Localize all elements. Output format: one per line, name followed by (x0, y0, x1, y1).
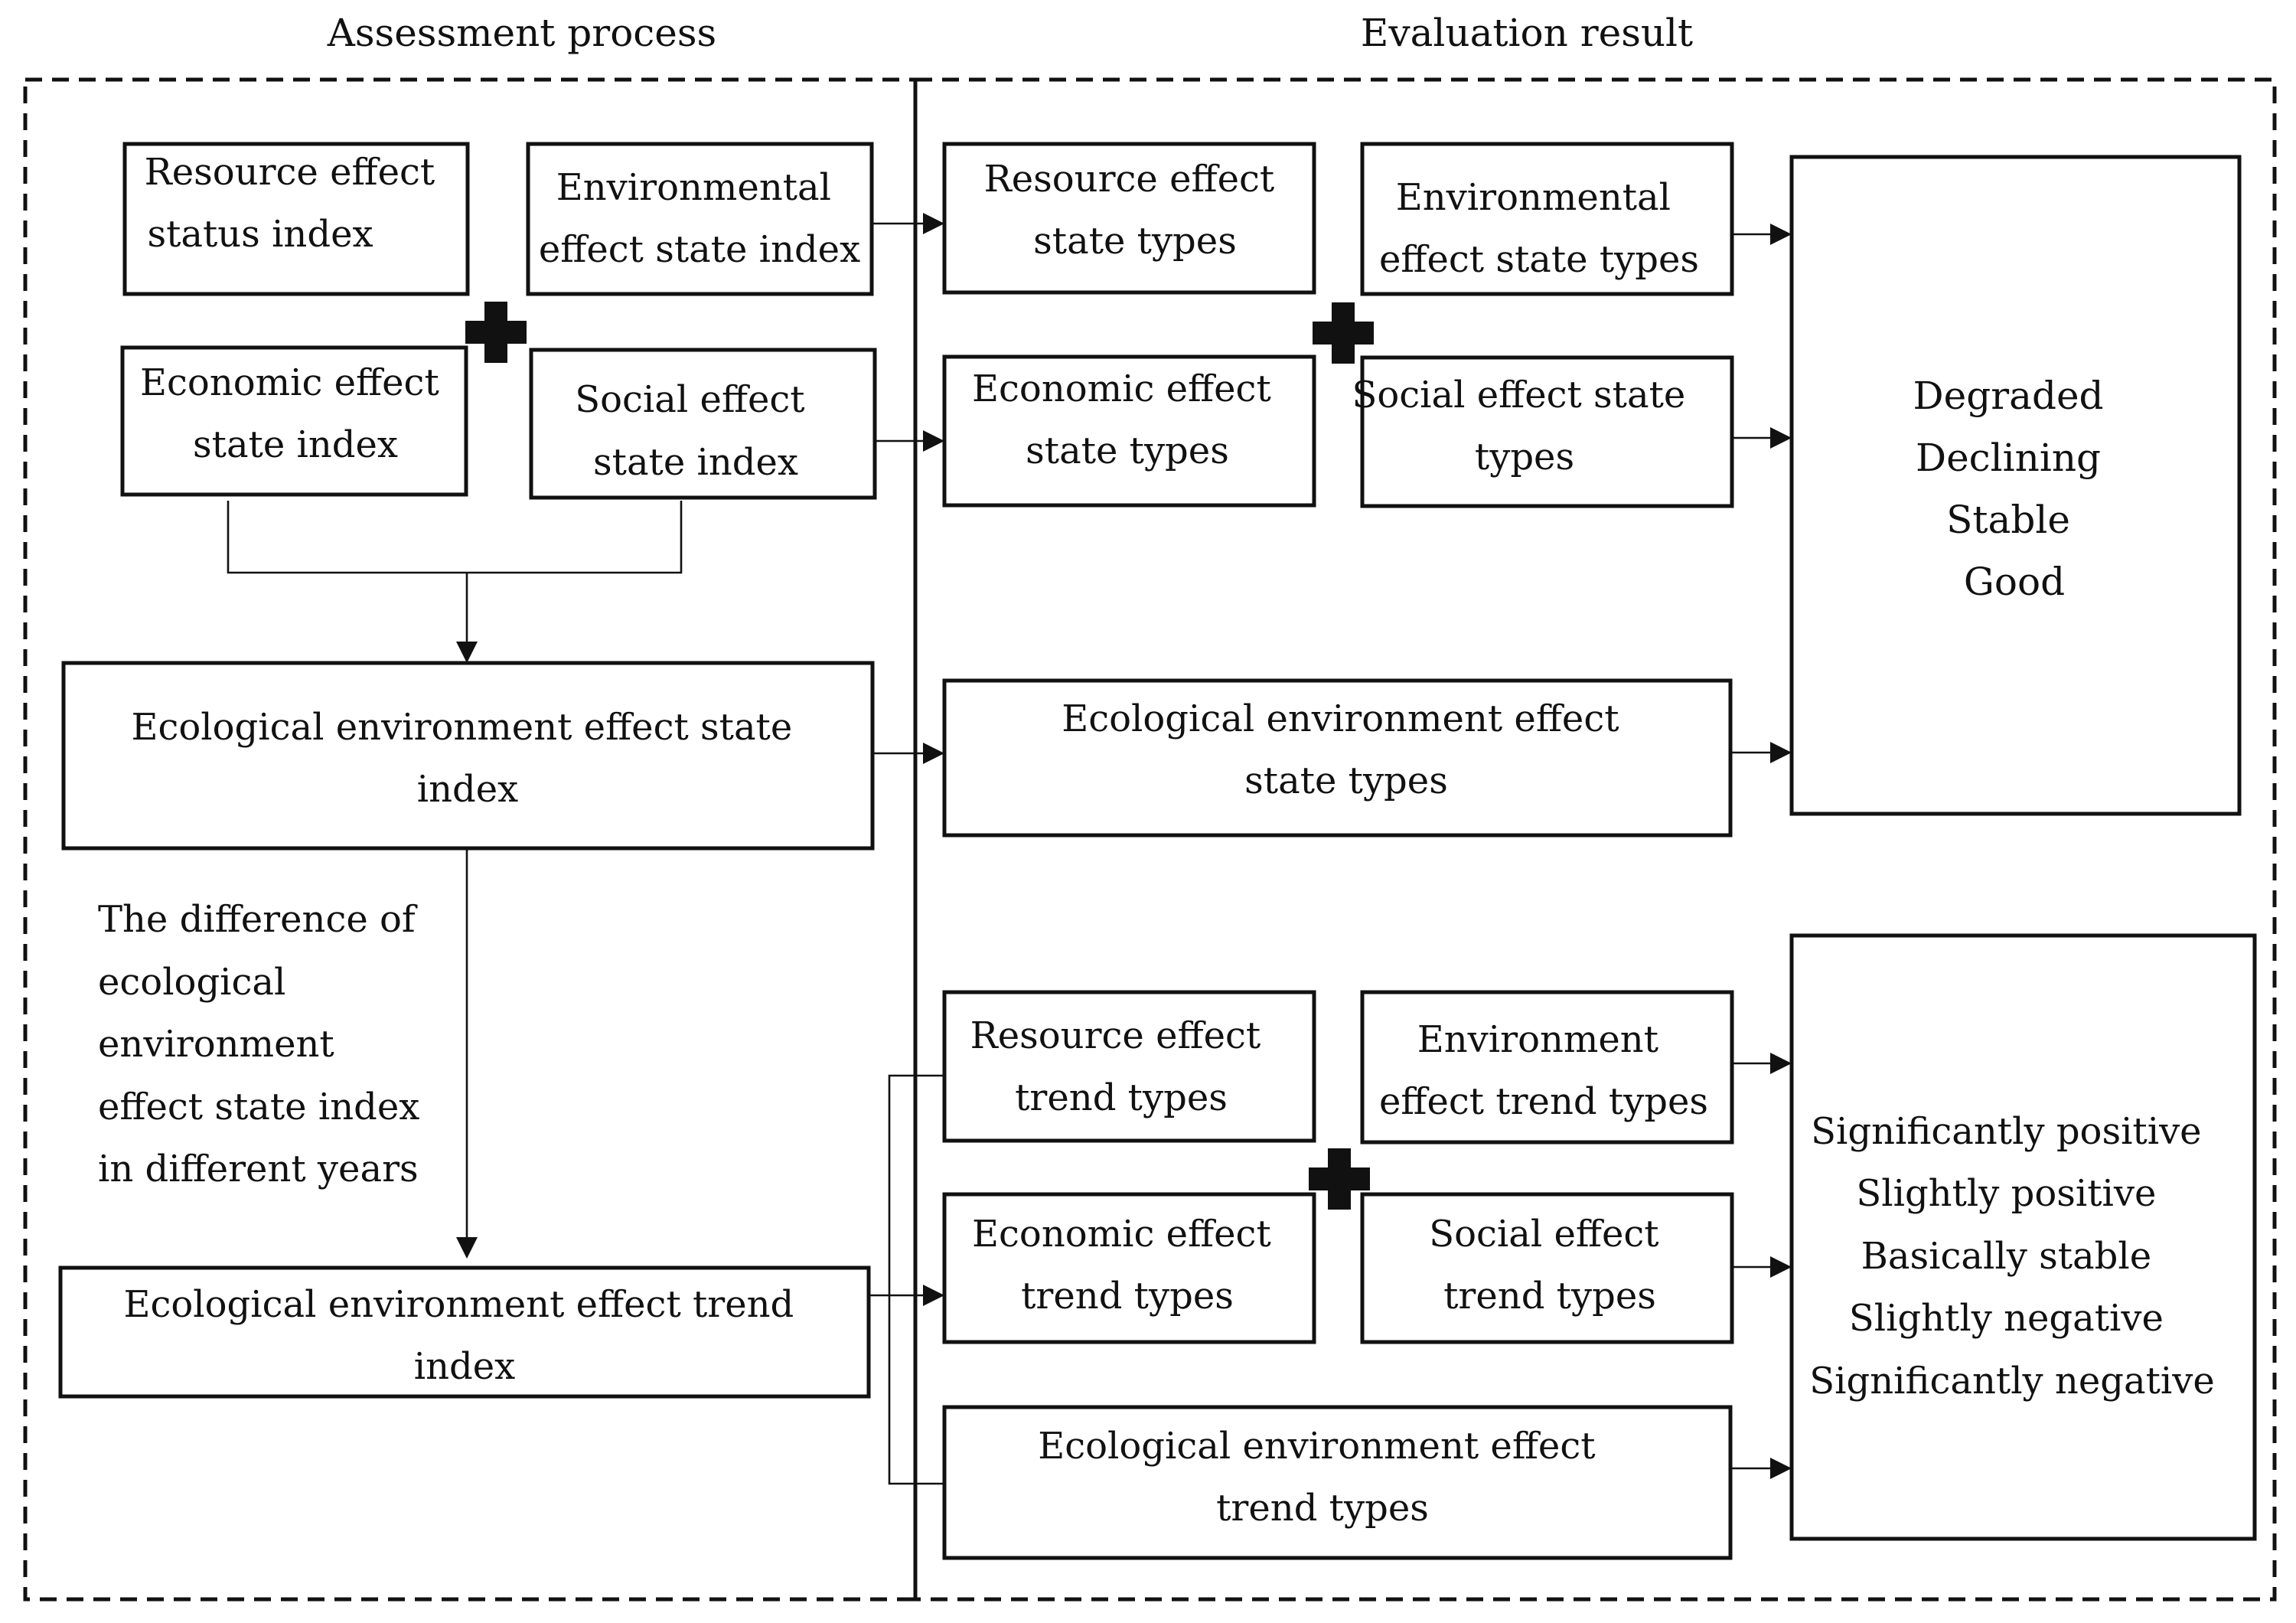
difference-annotation: The difference of ecological environment… (98, 898, 432, 1190)
merge-connector (227, 501, 683, 645)
social-effect-state-index-box: Social effect state index (529, 348, 877, 500)
arrowhead (456, 1237, 478, 1259)
arrowhead (1770, 1053, 1792, 1074)
arrowhead (1770, 427, 1792, 449)
arrowhead (1770, 224, 1792, 245)
environment-effect-trend-types-box: Environment effect trend types (1360, 990, 1734, 1145)
social-effect-state-types-box: Social effect state types (1352, 355, 1734, 508)
svg-text:Economic effect state in: Economic effect state index (140, 361, 451, 466)
svg-text:Social effect state type: Social effect state types (1352, 374, 1697, 478)
plus-icon (1313, 302, 1374, 364)
svg-text:Ecological environment effec: Ecological environment effect state type… (1062, 697, 1631, 802)
svg-text:Social effect state inde: Social effect state index (575, 378, 817, 484)
svg-text:Ecological environment effec: Ecological environment effect trend inde… (123, 1283, 805, 1388)
environmental-effect-state-types-box: Environmental effect state types (1360, 142, 1734, 296)
arrowhead (1770, 1256, 1792, 1278)
economic-effect-state-types-box: Economic effect state types (942, 354, 1316, 508)
svg-text:Ecological environment effec: Ecological environment effect trend type… (1038, 1425, 1607, 1530)
arrowhead (1770, 1458, 1792, 1479)
svg-text:Economic effect state ty: Economic effect state types (972, 367, 1283, 472)
evaluation-result-header: Evaluation result (1361, 11, 1693, 55)
resource-effect-state-types-box: Resource effect state types (942, 142, 1316, 295)
assessment-process-header: Assessment process (327, 11, 716, 55)
evaluation-result-frame (913, 77, 2277, 1602)
svg-text:Significantly positive: Significantly positive Slightly positive… (1809, 1110, 2215, 1403)
svg-text:Environmental effect sta: Environmental effect state index (539, 166, 860, 271)
svg-text:Resource effect state ty: Resource effect state types (984, 158, 1287, 263)
trend-bracket-connector (888, 1074, 944, 1485)
state-grades-box: Degraded Declining Stable Good (1789, 155, 2242, 816)
svg-text:Environment effect trend: Environment effect trend types (1379, 1018, 1708, 1123)
svg-text:Environmental effect sta: Environmental effect state types (1379, 176, 1699, 281)
arrowhead (456, 642, 478, 663)
ecological-environment-effect-trend-index-box: Ecological environment effect trend inde… (58, 1265, 871, 1399)
arrowhead (923, 743, 944, 764)
ecological-environment-effect-state-index-box: Ecological environment effect state inde… (61, 661, 875, 851)
social-effect-trend-types-box: Social effect trend types (1360, 1192, 1734, 1344)
resource-effect-status-index-box: Resource effect status index (122, 142, 470, 296)
arrowhead (1770, 742, 1792, 763)
plus-icon (465, 302, 527, 363)
arrowhead (923, 430, 944, 452)
arrowhead (923, 1285, 944, 1306)
ecological-environment-effect-trend-types-box: Ecological environment effect trend type… (942, 1405, 1733, 1560)
ecological-environment-effect-state-types-box: Ecological environment effect state type… (942, 678, 1733, 838)
svg-text:Social effect trend type: Social effect trend types (1429, 1213, 1671, 1318)
plus-icon (1309, 1148, 1370, 1210)
svg-text:Degraded Declining: Degraded Declining Stable Good (1913, 374, 2116, 604)
svg-text:Ecological environment effec: Ecological environment effect state inde… (131, 706, 804, 811)
svg-text:Resource effect trend ty: Resource effect trend types (970, 1014, 1273, 1119)
economic-effect-state-index-box: Economic effect state index (120, 345, 468, 497)
trend-grades-box: Significantly positive Slightly positive… (1789, 933, 2257, 1541)
resource-effect-trend-types-box: Resource effect trend types (942, 990, 1316, 1143)
svg-text:Resource effect status: Resource effect status index (145, 151, 447, 256)
svg-text:Economic effect trend ty: Economic effect trend types (972, 1213, 1283, 1318)
economic-effect-trend-types-box: Economic effect trend types (942, 1192, 1316, 1344)
environmental-effect-state-index-box: Environmental effect state index (526, 142, 874, 296)
arrowhead (923, 213, 944, 234)
